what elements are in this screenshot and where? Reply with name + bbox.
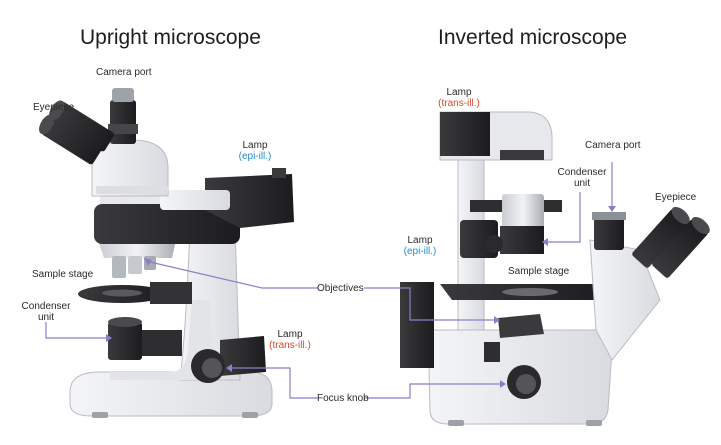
inverted-camera-port-cap bbox=[592, 212, 626, 220]
upright-trans-lamp-name: Lamp bbox=[277, 329, 303, 340]
upright-epi-lamp bbox=[205, 174, 294, 228]
objectives-label: Objectives bbox=[317, 283, 364, 294]
arrow-upright-focus-knob bbox=[226, 364, 232, 372]
inverted-eyepiece-2 bbox=[652, 216, 710, 278]
upright-trans-lamp-label: Lamp (trans-ill.) bbox=[264, 329, 316, 351]
upright-arm-top bbox=[160, 190, 230, 210]
inverted-trans-lamp-type: (trans-ill.) bbox=[438, 98, 480, 109]
upright-condenser-mount bbox=[142, 330, 182, 356]
upright-condenser-top bbox=[108, 317, 142, 327]
inverted-epi-lamp-knob bbox=[485, 235, 503, 253]
inverted-eyepiece-1 bbox=[632, 206, 690, 268]
pointer-inverted-objectives bbox=[364, 287, 494, 321]
inverted-condenser-line1: Condenser bbox=[557, 167, 607, 178]
inverted-trans-lamp-lower bbox=[500, 150, 544, 160]
inverted-base-foot-right bbox=[586, 420, 602, 426]
upright-condenser-line2: unit bbox=[37, 312, 55, 323]
inverted-trans-lamp-dark bbox=[440, 112, 490, 156]
inverted-condenser-body bbox=[502, 194, 544, 234]
inverted-title: Inverted microscope bbox=[438, 26, 628, 49]
inverted-microscope bbox=[400, 111, 710, 426]
inverted-epi-lamp-name: Lamp bbox=[407, 235, 433, 246]
inverted-rear-lamp bbox=[400, 282, 434, 368]
upright-nosepiece bbox=[98, 240, 176, 258]
pointer-inverted-condenser bbox=[548, 192, 581, 243]
upright-eyepiece-label: Eyepiece bbox=[33, 102, 75, 113]
inverted-objective-holder bbox=[484, 342, 500, 362]
upright-eyepiece-2 bbox=[49, 100, 115, 152]
focus-knob-label: Focus knob bbox=[317, 393, 369, 404]
arrow-inverted-condenser bbox=[542, 238, 548, 246]
upright-camera-port bbox=[110, 100, 136, 144]
upright-base-foot-right bbox=[242, 412, 258, 418]
pointer-upright-focus-knob bbox=[230, 367, 318, 399]
upright-condenser-line1: Condenser bbox=[21, 301, 71, 312]
inverted-epi-lamp-label: Lamp (epi-ill.) bbox=[396, 235, 444, 257]
upright-head-stripe bbox=[100, 196, 160, 204]
pointer-upright-objectives bbox=[149, 261, 318, 289]
inverted-camera-port bbox=[594, 214, 624, 250]
inverted-eyepiece-arm bbox=[589, 239, 661, 361]
upright-epi-lamp-name: Lamp bbox=[242, 140, 268, 151]
upright-head-band bbox=[94, 204, 240, 244]
inverted-trans-lamp-label: Lamp (trans-ill.) bbox=[432, 87, 486, 109]
inverted-condenser-label: Condenser unit bbox=[552, 167, 612, 189]
inverted-base-foot-left bbox=[448, 420, 464, 426]
inverted-camera-port-label: Camera port bbox=[585, 140, 641, 151]
inverted-eyepiece-label: Eyepiece bbox=[655, 192, 697, 203]
upright-condenser-label: Condenser unit bbox=[18, 301, 74, 323]
upright-camera-port-cap bbox=[112, 88, 134, 102]
upright-objective-1 bbox=[112, 256, 126, 278]
upright-trans-lamp bbox=[220, 336, 266, 376]
arrow-upright-objectives bbox=[144, 258, 152, 266]
inverted-epi-lamp-type: (epi-ill.) bbox=[403, 246, 437, 257]
upright-focus-knob-inner bbox=[202, 358, 222, 378]
upright-title: Upright microscope bbox=[80, 26, 261, 49]
upright-sample-stage-label: Sample stage bbox=[32, 269, 94, 280]
upright-lower-body bbox=[110, 300, 214, 380]
arrow-inverted-focus-knob bbox=[500, 380, 506, 388]
upright-base bbox=[69, 371, 273, 417]
upright-epi-lamp-type: (epi-ill.) bbox=[238, 151, 272, 162]
inverted-focus-knob-inner bbox=[516, 374, 536, 394]
upright-stage-aperture bbox=[102, 289, 142, 297]
upright-stage-block bbox=[150, 282, 192, 304]
inverted-trans-lamp-name: Lamp bbox=[446, 87, 472, 98]
inverted-objectives bbox=[498, 314, 544, 338]
pointer-upright-condenser bbox=[45, 322, 106, 339]
upright-objective-2 bbox=[128, 256, 142, 274]
pointer-lines bbox=[45, 162, 613, 399]
arrow-inverted-objectives bbox=[494, 316, 500, 324]
inverted-condenser-line2: unit bbox=[573, 178, 591, 189]
upright-camera-port-collar bbox=[108, 124, 138, 134]
inverted-stage-aperture bbox=[502, 288, 558, 296]
inverted-sample-stage-label: Sample stage bbox=[508, 266, 570, 277]
upright-condenser bbox=[108, 322, 142, 360]
pointer-arrows bbox=[106, 206, 616, 388]
inverted-condenser-lower bbox=[500, 226, 544, 254]
upright-trans-lamp-type: (trans-ill.) bbox=[269, 340, 311, 351]
upright-epi-lamp-cap bbox=[272, 168, 286, 178]
arrow-upright-condenser bbox=[106, 334, 112, 342]
upright-base-foot-left bbox=[92, 412, 108, 418]
upright-epi-lamp-label: Lamp (epi-ill.) bbox=[230, 140, 280, 162]
upright-camera-port-label: Camera port bbox=[96, 67, 152, 78]
upright-head-ring bbox=[96, 186, 168, 194]
pointer-inverted-focus-knob bbox=[364, 383, 500, 399]
arrow-inverted-camera-port bbox=[608, 206, 616, 212]
